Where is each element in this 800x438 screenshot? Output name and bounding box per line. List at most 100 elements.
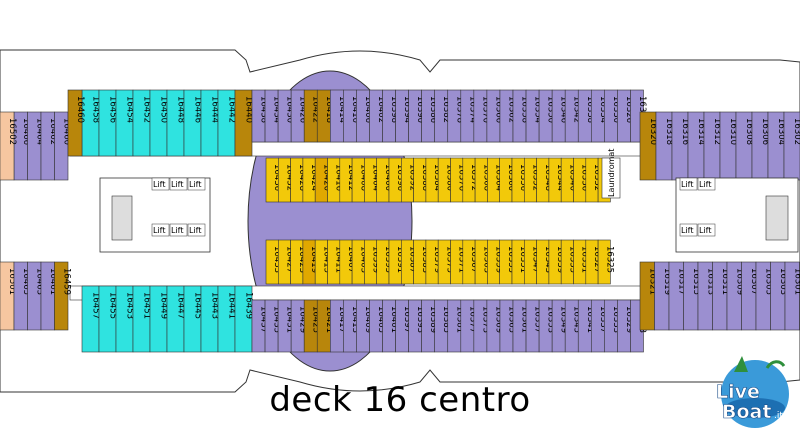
cabin-16452[interactable]: 16452 <box>132 89 152 157</box>
cabin-number: 16389 <box>428 306 438 333</box>
cabin-number: 16425 <box>311 306 321 333</box>
cabin-number: 16370 <box>480 96 490 123</box>
cabin-number: 16361 <box>520 306 530 333</box>
cabin-number: 16405 <box>376 306 386 333</box>
cabin-16442[interactable]: 16442 <box>217 89 237 157</box>
cabin-16453[interactable]: 16453 <box>115 285 135 353</box>
cabin-number: 16325 <box>604 246 614 273</box>
cabin-number: 16397 <box>402 306 412 333</box>
cabin-16448[interactable]: 16448 <box>166 89 186 157</box>
cabin-number: 16458 <box>91 96 101 123</box>
cabin-number: 16372 <box>469 164 479 191</box>
cabin-16317[interactable]: 16317 <box>668 261 686 331</box>
cabin-16318[interactable]: 16318 <box>655 111 674 181</box>
cabin-number: 16404 <box>371 164 381 191</box>
cabin-16454[interactable]: 16454 <box>115 89 135 157</box>
cabin-16437[interactable]: 16437 <box>251 299 269 353</box>
cabin-16398[interactable]: 16398 <box>382 89 400 143</box>
cabin-16401[interactable]: 16401 <box>382 299 400 353</box>
cabin-16450[interactable]: 16450 <box>149 89 169 157</box>
lift-label: Lift <box>681 180 694 189</box>
cabin-16302[interactable]: 16302 <box>783 111 800 181</box>
cabin-16439[interactable]: 16439 <box>234 285 254 353</box>
cabin-16455[interactable]: 16455 <box>98 285 118 353</box>
cabin-16350[interactable]: 16350 <box>538 89 556 143</box>
liveboat-logo: Live Boat .it <box>716 356 789 428</box>
cabin-16435[interactable]: 16435 <box>264 299 282 353</box>
lift-5: Lift <box>169 223 188 237</box>
cabin-16308[interactable]: 16308 <box>735 111 754 181</box>
cabin-16381[interactable]: 16381 <box>447 299 465 353</box>
cabin-16310[interactable]: 16310 <box>719 111 738 181</box>
cabin-number: 16338 <box>585 96 595 123</box>
cabin-16345[interactable]: 16345 <box>564 299 582 353</box>
cabin-16304[interactable]: 16304 <box>767 111 786 181</box>
cabin-16372[interactable]: 16372 <box>462 157 479 203</box>
lift-label: Lift <box>189 180 202 189</box>
cabin-number: 16344 <box>555 164 565 191</box>
cabin-number: 16434 <box>272 96 282 123</box>
cabin-16420[interactable]: 16420 <box>314 157 331 203</box>
cabin-number: 16380 <box>444 164 454 191</box>
lift-label: Lift <box>171 226 184 235</box>
cabin-16349[interactable]: 16349 <box>551 299 569 353</box>
cabin-number: 16466 <box>21 118 31 145</box>
cabin-number: 16351 <box>518 246 528 273</box>
cabin-16441[interactable]: 16441 <box>217 285 237 353</box>
cabin-number: 16454 <box>125 96 135 123</box>
cabin-16456[interactable]: 16456 <box>98 89 118 157</box>
cabin-16306[interactable]: 16306 <box>751 111 770 181</box>
cabin-16447[interactable]: 16447 <box>166 285 186 353</box>
cabin-16314[interactable]: 16314 <box>687 111 706 181</box>
cabin-number: 16438 <box>259 96 269 123</box>
cabin-number: 16414 <box>337 96 347 123</box>
cabin-number: 16331 <box>580 246 590 273</box>
svg-text:.it: .it <box>774 411 783 421</box>
cabin-number: 16343 <box>543 246 553 273</box>
cabin-number: 16400 <box>383 164 393 191</box>
lift-lobby-left <box>99 177 211 253</box>
cabin-16312[interactable]: 16312 <box>703 111 722 181</box>
cabin-16443[interactable]: 16443 <box>200 285 220 353</box>
cabin-16305[interactable]: 16305 <box>755 261 773 331</box>
cabin-16375[interactable]: 16375 <box>437 239 454 285</box>
cabin-number: 16311 <box>720 268 730 295</box>
cabin-16325[interactable]: 16325 <box>597 239 614 285</box>
cabin-16409[interactable]: 16409 <box>356 299 373 353</box>
cabin-16378[interactable]: 16378 <box>447 89 465 143</box>
cabin-number: 16429 <box>298 306 308 333</box>
cabin-number: 16376 <box>457 164 467 191</box>
cabin-16417[interactable]: 16417 <box>329 299 347 353</box>
cabin-16445[interactable]: 16445 <box>183 285 203 353</box>
cabin-number: 16399 <box>371 246 381 273</box>
cabin-16502[interactable]: 16502 <box>0 111 17 181</box>
cabin-number: 16356 <box>518 164 528 191</box>
cabin-16316[interactable]: 16316 <box>671 111 690 181</box>
cabin-number: 16501 <box>7 268 17 295</box>
cabin-16459[interactable]: 16459 <box>54 261 72 331</box>
cabin-16463[interactable]: 16463 <box>27 261 45 331</box>
cabin-16460[interactable]: 16460 <box>67 89 85 157</box>
cabin-16440[interactable]: 16440 <box>234 89 254 157</box>
cabin-16384[interactable]: 16384 <box>425 157 442 203</box>
cabin-number: 16430 <box>285 96 295 123</box>
lift-label: Lift <box>699 226 712 235</box>
cabin-16301[interactable]: 16301 <box>784 261 800 331</box>
cabin-number: 16320 <box>648 118 658 145</box>
cabin-16391[interactable]: 16391 <box>388 239 405 285</box>
cabin-16444[interactable]: 16444 <box>200 89 220 157</box>
cabin-16451[interactable]: 16451 <box>132 285 152 353</box>
cabin-number: 16307 <box>749 268 759 295</box>
cabin-16342[interactable]: 16342 <box>564 89 582 143</box>
cabin-16449[interactable]: 16449 <box>149 285 169 353</box>
cabin-16320[interactable]: 16320 <box>639 111 658 181</box>
cabin-16386[interactable]: 16386 <box>421 89 439 143</box>
cabin-16397[interactable]: 16397 <box>395 299 413 353</box>
cabin-number: 16315 <box>691 268 701 295</box>
cabin-16457[interactable]: 16457 <box>81 285 101 353</box>
cabin-16355[interactable]: 16355 <box>499 239 516 285</box>
cabin-16446[interactable]: 16446 <box>183 89 203 157</box>
cabin-16332[interactable]: 16332 <box>585 157 602 203</box>
laundromat: Laundromat <box>601 149 621 199</box>
cabin-16385[interactable]: 16385 <box>434 299 452 353</box>
